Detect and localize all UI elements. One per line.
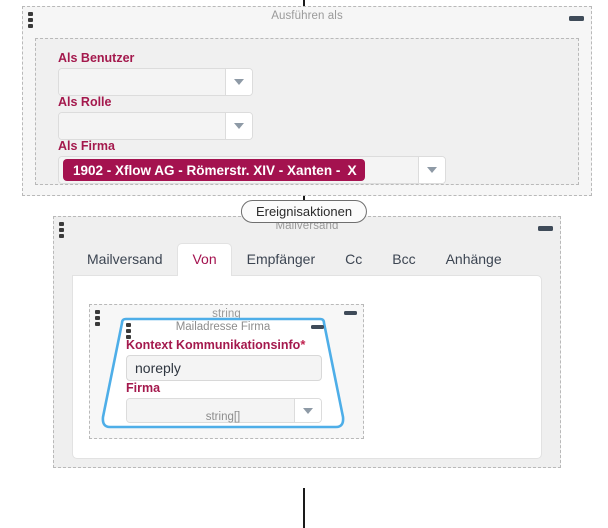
connector-line-bottom <box>303 488 305 528</box>
minimize-button-ausfuehren-als[interactable] <box>569 16 584 21</box>
label-als-firma: Als Firma <box>58 139 115 153</box>
drag-handle-mailadresse-firma[interactable] <box>126 323 131 341</box>
mailadresse-firma-bottom-type-label: string[] <box>205 411 241 423</box>
drag-handle-ausfuehren-als[interactable] <box>28 12 33 30</box>
ausfuehren-als-form-area: Als Benutzer Als Rolle <box>35 38 579 185</box>
select-als-rolle[interactable] <box>58 112 253 140</box>
ereignisaktionen-badge-label: Ereignisaktionen <box>255 204 353 219</box>
string-block: string Mailadresse Firma <box>89 304 364 439</box>
label-als-rolle: Als Rolle <box>58 95 112 109</box>
tab-bcc[interactable]: Bcc <box>377 243 430 275</box>
ereignisaktionen-badge[interactable]: Ereignisaktionen <box>240 200 368 223</box>
tab-cc[interactable]: Cc <box>330 243 377 275</box>
field-als-rolle: Als Rolle <box>58 95 253 140</box>
mailadresse-firma-block: Mailadresse Firma Kontext Kommunikations… <box>100 317 346 429</box>
ausfuehren-als-title: Ausführen als <box>271 10 343 22</box>
tag-chip-firma-label: 1902 - Xflow AG - Römerstr. XIV - Xanten… <box>73 162 341 178</box>
tab-mailversand[interactable]: Mailversand <box>72 243 177 275</box>
label-kontext-kommunikationsinfo: Kontext Kommunikationsinfo* <box>126 337 322 352</box>
drag-handle-mailversand[interactable] <box>59 222 64 240</box>
tag-remove-icon[interactable]: X <box>347 162 357 178</box>
tab-panel-von: string Mailadresse Firma <box>72 275 542 459</box>
minimize-button-mailadresse-firma[interactable] <box>311 325 324 329</box>
select-als-rolle-value <box>59 113 226 139</box>
select-als-benutzer[interactable] <box>58 68 253 96</box>
mailversand-panel: Mailversand Mailversand Von Empfänger Cc… <box>53 216 561 468</box>
mailversand-tabbar: Mailversand Von Empfänger Cc Bcc Anhänge <box>72 239 542 276</box>
select-firma[interactable] <box>126 398 322 423</box>
field-als-benutzer: Als Benutzer <box>58 51 253 96</box>
tab-anhaenge-label: Anhänge <box>445 251 502 267</box>
tab-mailversand-label: Mailversand <box>87 251 163 267</box>
mailadresse-firma-content: Mailadresse Firma Kontext Kommunikations… <box>100 317 346 429</box>
ausfuehren-als-panel: Ausführen als Als Benutzer Als Rolle <box>22 6 592 196</box>
chevron-down-icon[interactable] <box>226 113 252 139</box>
tab-von[interactable]: Von <box>177 243 232 276</box>
chevron-down-icon[interactable] <box>295 399 321 422</box>
label-als-benutzer: Als Benutzer <box>58 51 135 65</box>
tab-von-label: Von <box>192 251 217 267</box>
field-kontext-kommunikationsinfo: Kontext Kommunikationsinfo* <box>126 337 322 381</box>
mailadresse-firma-title: Mailadresse Firma <box>175 321 271 333</box>
chevron-down-icon[interactable] <box>419 157 445 183</box>
tab-empfaenger-label: Empfänger <box>246 251 316 267</box>
select-firma-value <box>127 399 295 422</box>
field-als-firma: Als Firma 1902 - Xflow AG - Römerstr. XI… <box>58 139 446 184</box>
label-text: Kontext Kommunikationsinfo <box>126 338 301 352</box>
select-als-firma-tags: 1902 - Xflow AG - Römerstr. XIV - Xanten… <box>59 157 419 183</box>
select-als-firma[interactable]: 1902 - Xflow AG - Römerstr. XIV - Xanten… <box>58 156 446 184</box>
tab-anhaenge[interactable]: Anhänge <box>431 243 517 275</box>
chevron-down-icon[interactable] <box>226 69 252 95</box>
select-als-benutzer-value <box>59 69 226 95</box>
minimize-button-mailversand[interactable] <box>538 226 553 231</box>
tag-chip-firma[interactable]: 1902 - Xflow AG - Römerstr. XIV - Xanten… <box>63 159 365 181</box>
tab-empfaenger[interactable]: Empfänger <box>232 243 330 275</box>
drag-handle-string-block[interactable] <box>95 310 100 328</box>
minimize-button-string-block[interactable] <box>344 311 357 315</box>
required-asterisk: * <box>300 337 306 352</box>
label-firma: Firma <box>126 381 161 395</box>
tab-cc-label: Cc <box>345 251 363 267</box>
input-kontext-kommunikationsinfo[interactable] <box>126 355 322 381</box>
tab-bcc-label: Bcc <box>392 251 416 267</box>
field-firma: Firma <box>126 381 322 423</box>
